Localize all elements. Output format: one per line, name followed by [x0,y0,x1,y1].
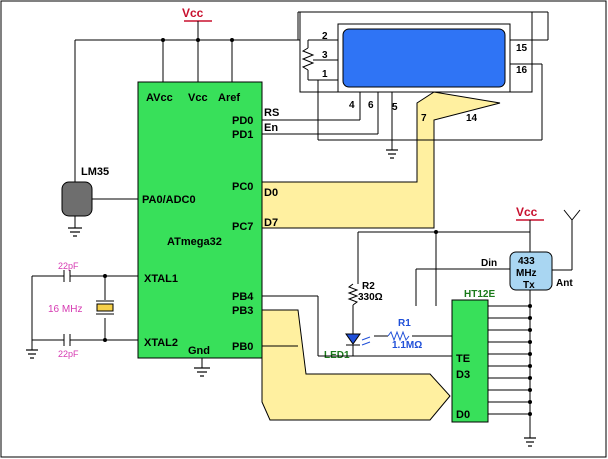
ground-symbol-mcu [194,367,210,377]
led1 [345,333,361,345]
lcd-pin-15: 15 [516,43,528,54]
encoder-d3: D3 [456,369,470,381]
pin-aref: Aref [218,92,240,104]
resistor-r2 [347,283,359,306]
resistor-r1 [387,330,410,342]
ht12e-chip [451,299,489,423]
encoder-right-pins [488,305,530,415]
tx-din-label: Din [481,258,497,269]
r2-name: R2 [362,281,375,292]
pin-pc0: PC0 [232,181,253,193]
pin-gnd: Gnd [188,345,210,357]
lcd-pin-1: 1 [322,69,328,80]
r1-value: 1.1MΩ [392,340,422,351]
vcc-label-main: Vcc [182,6,204,20]
tx-line3: Tx [523,280,535,291]
data-bus-ribbons [261,91,501,421]
pin-pb3: PB3 [232,305,253,317]
r2-value: 330Ω [358,292,383,303]
atmega32-chip [137,81,263,359]
pin-pc7: PC7 [232,221,253,233]
pin-vcc: Vcc [188,92,208,104]
encoder-name: HT12E [464,289,495,300]
lm35-sensor [61,181,93,217]
vcc-label-right: Vcc [516,205,538,219]
pin-pa0-adc0: PA0/ADC0 [142,194,196,206]
pin-xtal1: XTAL1 [144,273,178,285]
mcu-name: ATmega32 [167,236,222,248]
lcd-data-bus [261,91,501,229]
bus-d7-label: D7 [264,217,278,229]
lcd-pin-7: 7 [421,113,427,124]
lcd-screen [342,28,506,88]
antenna-icon [563,209,581,221]
lcd-pin-16: 16 [516,65,528,76]
pin-pb0: PB0 [232,341,253,353]
lcd-pin-3: 3 [322,50,328,61]
encoder-data-bus [261,309,451,421]
pin-avcc: AVcc [146,92,173,104]
contrast-potentiometer [301,47,315,71]
crystal-label: 16 MHz [48,304,82,315]
rf-transmitter-433mhz [509,251,553,291]
lcd-pin-5: 5 [392,102,398,113]
encoder-d0: D0 [456,409,470,421]
crystal-16mhz [96,303,114,312]
pin-pd0: PD0 [232,115,253,127]
bus-d0-label: D0 [264,187,278,199]
pin-xtal2: XTAL2 [144,337,178,349]
lcd-pin-6: 6 [368,100,374,111]
lcd-pin-2: 2 [322,31,328,42]
cap-bottom-label: 22pF [58,349,79,359]
lcd-en-label: En [264,122,278,134]
lcd-pin-14: 14 [466,113,478,124]
pin-pd1: PD1 [232,129,253,141]
sensor-name: LM35 [81,166,109,178]
encoder-te: TE [456,353,470,365]
tx-line1: 433 [518,256,535,267]
pin-pb4: PB4 [232,291,254,303]
cap-top-label: 22pF [58,261,79,271]
lcd-rs-label: RS [264,107,279,119]
tx-ant-label: Ant [556,278,573,289]
lcd-pin-4: 4 [349,100,355,111]
tx-line2: MHz [516,268,537,279]
r1-name: R1 [398,318,411,329]
